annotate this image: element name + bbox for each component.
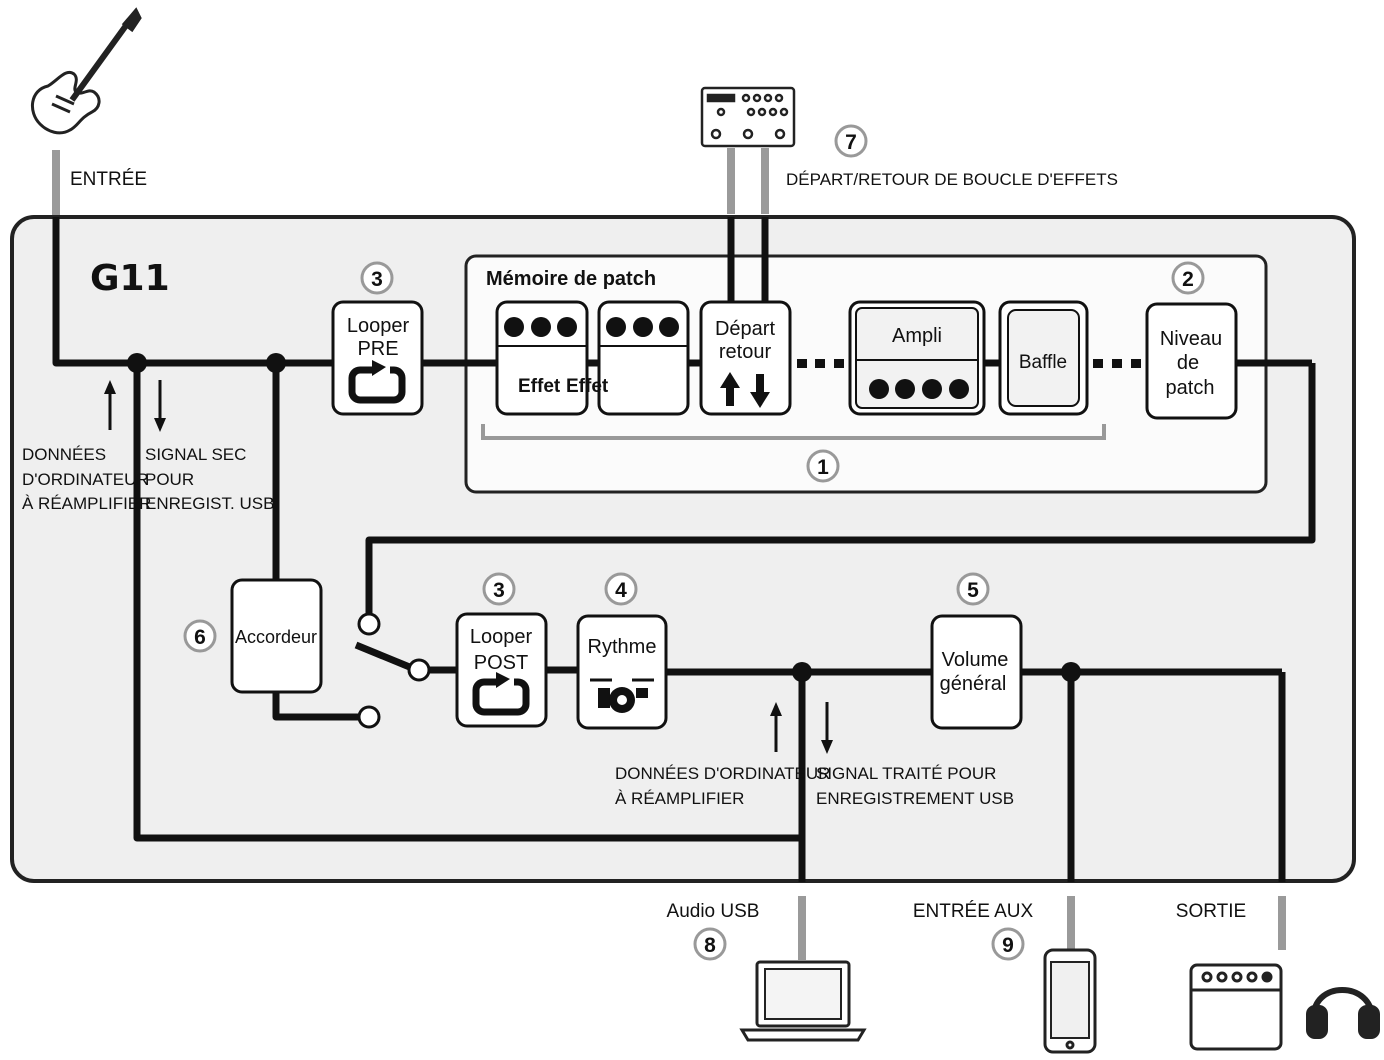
patch-level-block: Niveau de patch — [1145, 302, 1238, 420]
svg-text:Looper: Looper — [347, 315, 410, 337]
svg-text:Accordeur: Accordeur — [235, 627, 317, 647]
svg-text:général: général — [940, 673, 1007, 695]
pc-data-left-1: DONNÉES — [22, 445, 106, 464]
marker-1: 1 — [806, 449, 840, 483]
drum-kit-icon — [590, 678, 654, 713]
laptop-icon — [739, 960, 867, 1042]
effect-1-block — [495, 300, 589, 416]
pc-data-left-2: D'ORDINATEUR — [22, 470, 149, 489]
svg-text:6: 6 — [194, 626, 206, 649]
marker-6: 6 — [183, 619, 217, 653]
effect-1-label: Effet — [518, 376, 561, 397]
up-down-arrows-icon — [720, 372, 770, 408]
audio-usb-label: Audio USB — [667, 901, 760, 922]
marker-7: 7 — [834, 124, 868, 158]
svg-text:5: 5 — [967, 579, 979, 602]
input-label: ENTRÉE — [70, 169, 147, 190]
output-label: SORTIE — [1176, 901, 1246, 922]
send-return-block: Départ retour — [699, 300, 792, 416]
signal-arrows — [104, 380, 833, 754]
external-connectors — [52, 148, 1286, 960]
looper-pre-block: Looper PRE — [331, 300, 424, 416]
amp-block: Ampli — [848, 300, 986, 416]
chain-dots — [797, 359, 1141, 368]
svg-text:Ampli: Ampli — [892, 325, 942, 347]
svg-text:Volume: Volume — [942, 649, 1009, 671]
svg-text:4: 4 — [615, 579, 627, 602]
marker-3b: 3 — [482, 572, 516, 606]
marker-8: 8 — [693, 927, 727, 961]
svg-text:3: 3 — [371, 268, 383, 291]
dry-signal-2: POUR — [145, 470, 194, 489]
svg-text:3: 3 — [493, 579, 505, 602]
marker-9: 9 — [991, 927, 1025, 961]
svg-text:8: 8 — [704, 934, 716, 957]
effect-chain-bracket — [481, 424, 1106, 440]
processed-signal-1: SIGNAL TRAITÉ POUR — [816, 764, 996, 783]
tuner-block: Accordeur — [230, 578, 323, 694]
patch-memory-label: Mémoire de patch — [486, 268, 656, 290]
junctions — [127, 353, 1081, 682]
svg-text:Départ: Départ — [715, 318, 775, 340]
fx-loop-label: DÉPART/RETOUR DE BOUCLE D'EFFETS — [786, 170, 1118, 189]
rhythm-block: Rythme — [576, 614, 668, 730]
svg-text:Baffle: Baffle — [1019, 352, 1067, 373]
svg-text:retour: retour — [719, 341, 772, 363]
marker-5: 5 — [956, 572, 990, 606]
svg-text:POST: POST — [474, 652, 528, 674]
dry-signal-3: ENREGIST. USB — [145, 494, 274, 513]
cab-block: Baffle — [998, 300, 1089, 416]
effects-processor-icon — [700, 86, 796, 148]
loop-icon — [472, 672, 530, 716]
svg-text:de: de — [1177, 352, 1199, 374]
master-volume-block: Volume général — [930, 614, 1023, 730]
processed-signal-2: ENREGISTREMENT USB — [816, 789, 1014, 808]
looper-post-block: Looper POST — [455, 612, 548, 728]
dry-signal-1: SIGNAL SEC — [145, 445, 246, 464]
switch-terminals — [357, 612, 431, 729]
pc-data-mid-2: À RÉAMPLIFIER — [615, 789, 744, 808]
effect-2-block — [597, 300, 690, 416]
loop-icon — [348, 360, 406, 404]
svg-text:Niveau: Niveau — [1160, 328, 1222, 350]
svg-text:PRE: PRE — [357, 338, 398, 360]
amplifier-icon — [1189, 963, 1283, 1051]
marker-3a: 3 — [360, 261, 394, 295]
svg-text:patch: patch — [1166, 377, 1215, 399]
pc-data-left-3: À RÉAMPLIFIER — [22, 494, 151, 513]
svg-text:2: 2 — [1182, 268, 1194, 291]
device-name: G11 — [90, 258, 170, 299]
marker-2: 2 — [1171, 261, 1205, 295]
svg-text:7: 7 — [845, 131, 857, 154]
aux-in-label: ENTRÉE AUX — [913, 901, 1034, 922]
effect-2-label: Effet — [566, 376, 609, 397]
pc-data-mid-1: DONNÉES D'ORDINATEUR — [615, 764, 830, 783]
svg-text:9: 9 — [1002, 934, 1014, 957]
number-markers: 3 2 1 7 6 3 4 5 8 9 — [183, 124, 1205, 961]
svg-text:Looper: Looper — [470, 626, 533, 648]
guitar-icon — [31, 7, 142, 135]
svg-text:1: 1 — [817, 456, 829, 479]
marker-4: 4 — [604, 572, 638, 606]
smartphone-icon — [1043, 948, 1097, 1054]
headphones-icon — [1306, 987, 1380, 1039]
svg-text:Rythme: Rythme — [588, 636, 657, 658]
